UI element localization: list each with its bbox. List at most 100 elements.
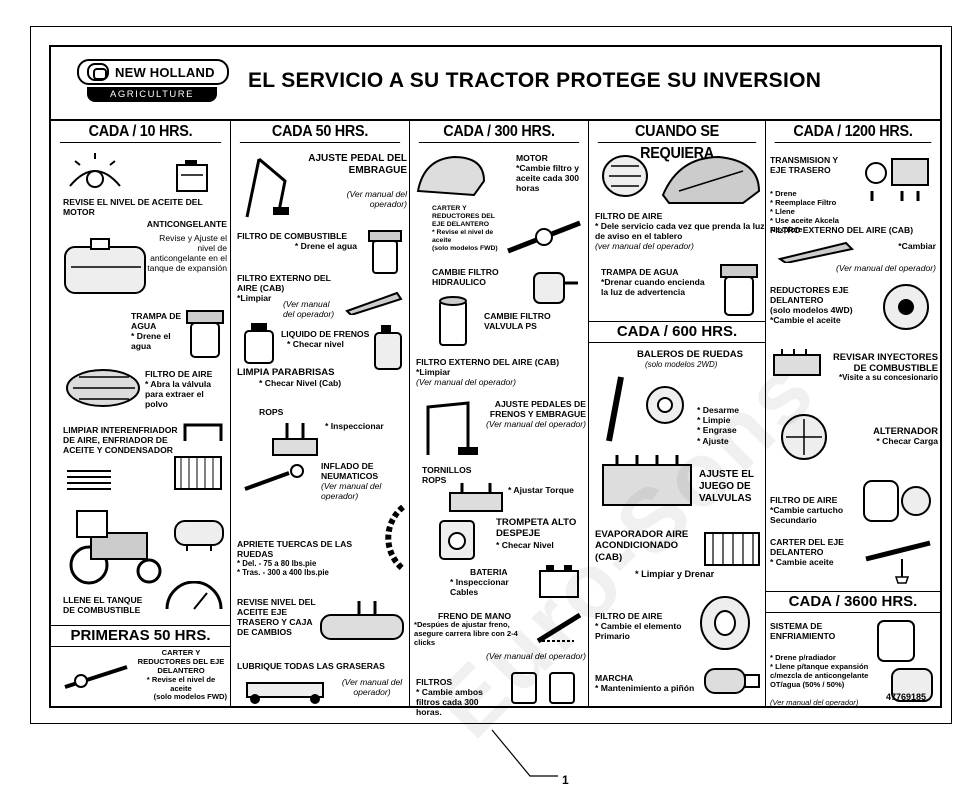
engine-oil-dipstick-icon [65,151,125,191]
air-cleaner-icon [597,151,653,201]
coolant-tank-icon [61,237,151,297]
item-wheel-bearings-steps: * Desarme * Limpie * Engrase * Ajuste [697,405,740,446]
item-parking-brake-note: (Ver manual del operador) [486,651,586,661]
decal-header: NEW HOLLAND AGRICULTURE EL SERVICIO A SU… [51,47,940,119]
item-ac-evaporator: EVAPORADOR AIRE ACONDICIONADO (CAB) [595,529,689,563]
item-rops: ROPS [259,407,284,417]
column-50-hrs: CADA 50 HRS. AJUSTE PEDAL DEL EMBRAGUE (… [231,121,410,708]
item-front-axle-note: (solo modelos FWD) [153,692,227,701]
tire-tread-icon [363,505,407,571]
item-engine-oil-change: MOTOR *Cambie filtro y aceite cada 300 h… [516,153,580,194]
wheel-bearing-icon [599,367,689,445]
item-front-axle-housing: CARTER DEL EJE DELANTERO * Cambie aceite [770,537,844,568]
fuel-gauge-icon [161,581,227,613]
item-cab-air-filter: FILTRO EXTERNO DEL AIRE (CAB) *Limpiar [237,273,331,304]
column-as-required: CUANDO SE REQUIERA FILTRO DE AIRE * Dele… [589,121,766,708]
decal-border: NEW HOLLAND AGRICULTURE EL SERVICIO A SU… [49,45,942,757]
decal-headline: EL SERVICIO A SU TRACTOR PROTEGE SU INVE… [248,69,822,92]
evaporator-core-icon [701,525,763,571]
engine-hood-icon [414,151,488,201]
item-rear-axle-oil: REVISE NIVEL DEL ACEITE EJE TRASERO Y CA… [237,597,316,638]
item-cab-filter-change: *Cambiar [898,241,936,251]
clutch-pedal-icon [239,151,305,221]
item-cab-air-filter-note: (Ver manual del operador) [283,299,335,320]
grease-points-tractor-icon [237,675,333,705]
tractor-hood-icon [659,151,763,207]
item-cab-filter-1200-note: (Ver manual del operador) [836,263,936,273]
water-trap-icon [183,305,227,361]
item-antifreeze-desc: Revise y Ajuste el nivel de anticongelan… [147,233,227,274]
oil-bottle-icon [171,159,213,193]
column-heading: CADA / 300 HRS. [418,121,580,143]
item-cab-air-filter-1200: FILTRO EXTERNO DEL AIRE (CAB) [770,225,914,235]
column-heading: CADA 50 HRS. [239,121,401,143]
item-cab-filter-300: FILTRO EXTERNO DEL AIRE (CAB) *Limpiar (… [416,357,560,388]
column-heading: CADA / 10 HRS. [59,121,222,143]
water-separator-icon [717,259,761,319]
item-air-filter: FILTRO DE AIRE * Abra la válvula para ex… [145,369,213,410]
item-clutch-pedal-note: (Ver manual del operador) [346,189,407,210]
logo-subtitle: AGRICULTURE [87,87,217,102]
column-10-hrs: CADA / 10 HRS. REVISE EL NIVEL DE ACEITE… [51,121,231,708]
item-rops-torque: * Ajustar Torque [508,485,574,495]
item-water-trap: TRAMPA DE AGUA * Drene el agua [131,311,182,352]
item-engine-oil: REVISE EL NIVEL DE ACEITE DEL MOTOR [63,197,203,218]
valve-train-icon [597,451,697,515]
item-intercooler: LIMPIAR INTERENFRIADOR DE AIRE, ENFRIADO… [63,425,178,456]
rops-bracket-icon [267,421,323,461]
hand-brake-lever-icon [534,609,586,645]
every-600-hrs-heading: CADA / 600 HRS. [589,321,765,343]
item-transmission-steps: * Drene * Reemplace Filtro * Llene * Use… [770,188,839,234]
item-clutch-pedal: AJUSTE PEDAL DEL EMBRAGUE [308,153,407,176]
column-300-hrs: CADA / 300 HRS. MOTOR *Cambie filtro y a… [410,121,589,717]
item-fuel-tank: LLENE EL TANQUE DE COMBUSTIBLE [63,595,143,616]
primary-filter-element-icon [691,593,761,655]
transmission-icon [858,151,936,205]
tractor-icon [61,509,171,585]
hydraulic-filter-icon [434,293,472,349]
every-3600-hrs-heading: CADA / 3600 HRS. [766,591,940,613]
item-injectors: REVISAR INYECTORES DE COMBUSTIBLE *Visit… [832,351,938,383]
item-brake-fluid: LIQUIDO DE FRENOS * Checar nivel [281,329,370,350]
trumpet-housing-icon [434,515,480,563]
item-ac-evaporator-desc: * Limpiar y Drenar [635,569,715,579]
item-rops-bolts: TORNILLOS ROPS [422,465,472,486]
item-primary-air-filter: FILTRO DE AIRE * Cambie el elemento Prim… [595,611,682,642]
item-valve-clearance: AJUSTE EL JUEGO DE VALVULAS [699,469,754,504]
item-trumpet: TROMPETA ALTO DESPEJE * Checar Nivel [496,517,577,550]
item-wheel-bearings: BALEROS DE RUEDAS (solo modelos 2WD) [637,349,744,370]
item-water-trap-drain: TRAMPA DE AGUA *Drenar cuando encienda l… [601,267,705,298]
starter-motor-icon [701,657,763,703]
item-air-filter-service: FILTRO DE AIRE * Dele servicio cada vez … [595,211,765,252]
item-filters: FILTROS * Cambie ambos filtros cada 300 … [416,677,483,718]
tire-gauge-icon [241,461,313,497]
item-grease: LUBRIQUE TODAS LAS GRASERAS [237,661,385,671]
gearbox-dipstick-icon [319,597,405,643]
callout-leader-line [491,729,558,777]
item-starter: MARCHA * Mantenimiento a piñón [595,673,695,694]
coolant-jugs-icon [874,617,936,705]
item-transmission: TRANSMISION Y EJE TRASERO [770,155,838,176]
item-rops-desc: * Inspeccionar [325,421,384,431]
secondary-filter-icon [858,473,936,529]
item-parking-brake: FRENO DE MANO *Despúes de ajustar freno,… [414,611,518,648]
cab-filter-icon [343,289,405,315]
item-hydraulic-filter: CAMBIE FILTRO HIDRAULICO [432,267,499,288]
item-alternator: ALTERNADOR * Checar Carga [873,425,938,447]
item-front-axle-reducers: CARTER Y REDUCTORES DEL EJE DELANTERO * … [432,205,498,253]
item-secondary-air-filter: FILTRO DE AIRE *Cambie cartucho Secundar… [770,495,844,526]
item-cooling-system: SISTEMA DE ENFRIAMIENTO [770,621,836,642]
service-decal-sheet: NEW HOLLAND AGRICULTURE EL SERVICIO A SU… [30,26,952,757]
condenser-icon [65,467,113,495]
column-heading: CADA / 1200 HRS. [774,121,932,143]
logo-name: NEW HOLLAND [115,64,215,80]
service-columns: CADA / 10 HRS. REVISE EL NIVEL DE ACEITE… [51,119,940,717]
radiator-pipe-icon [181,417,227,445]
item-battery: BATERIA * Inspeccionar Cables [450,567,509,598]
item-cooling-steps: * Drene p/radiador * Llene p/tanque expa… [770,652,869,707]
item-grease-note: (Ver manual del operador) [341,677,403,698]
intercooler-core-icon [173,455,223,491]
item-washer: LIMPIA PARABRISAS * Checar Nivel (Cab) [237,367,342,389]
twin-filters-icon [506,667,584,705]
part-number: 47769185 [885,692,926,702]
